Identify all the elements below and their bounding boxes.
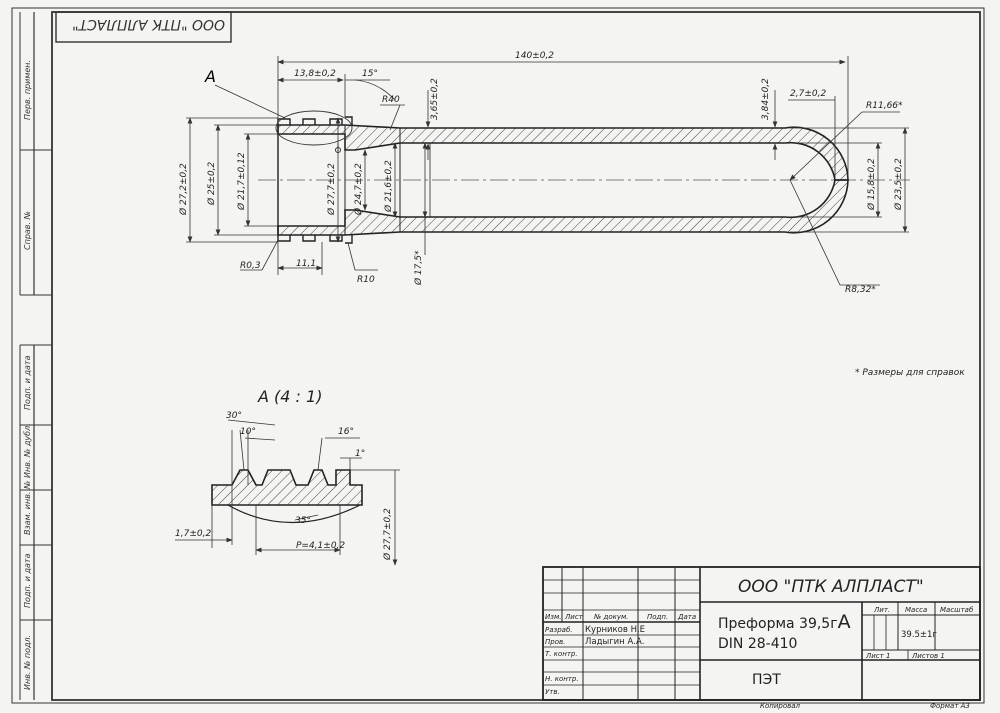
svg-text:Лит.: Лит. — [873, 606, 890, 614]
svg-text:Подп.: Подп. — [647, 613, 668, 621]
detail-angle-30: 30° — [226, 411, 242, 421]
dim-d27-2: Ø 27,2±0,2 — [178, 163, 189, 216]
drawing-frame — [11, 7, 985, 704]
svg-text:Масштаб: Масштаб — [940, 606, 974, 614]
svg-text:Пров.: Пров. — [545, 638, 565, 646]
dim-d21-7: Ø 21,7±0,12 — [236, 152, 247, 211]
dim-d23-5: Ø 23,5±0,2 — [893, 158, 904, 211]
detail-angle-16: 16° — [338, 427, 354, 437]
dim-bottom-thickness: 2,7±0,2 — [790, 89, 826, 99]
side-label: Инв. № дубл. — [23, 423, 32, 478]
company-name: ООО "ПТК АЛПЛАСТ" — [738, 577, 924, 597]
svg-text:Изм.: Изм. — [545, 613, 561, 621]
svg-text:Т. контр.: Т. контр. — [545, 650, 578, 658]
material: ПЭТ — [752, 672, 781, 688]
detail-dim-d27-7: Ø 27,7±0,2 — [382, 508, 393, 561]
side-label: Инв. № подл. — [23, 635, 32, 690]
svg-text:Листов 1: Листов 1 — [911, 652, 945, 660]
dim-d27-7: Ø 27,7±0,2 — [326, 163, 337, 216]
detail-angle-10: 10° — [240, 427, 256, 437]
detail-view: А (4 : 1) 30° 10° 16° 1° 3 — [175, 387, 400, 566]
dim-d25: Ø 25±0,2 — [206, 161, 217, 206]
footnote: * Размеры для справок — [855, 368, 965, 378]
title-block-headers: Изм. Лист № докум. Подп. Дата Разраб. Пр… — [545, 606, 974, 696]
dim-total-length: 140±0,2 — [515, 51, 554, 61]
dim-d17-5: Ø 17,5* — [413, 250, 424, 286]
detail-angle-1: 1° — [355, 449, 365, 459]
side-label: Справ. № — [23, 211, 32, 250]
dim-d24-7: Ø 24,7±0,2 — [353, 163, 364, 216]
detail-dim-1-7: 1,7±0,2 — [175, 529, 211, 539]
side-label: Перв. примен. — [23, 60, 32, 120]
side-label: Подп. и дата — [23, 355, 32, 410]
detail-angle-35: 35° — [295, 516, 311, 526]
dim-neck-angle: 15° — [362, 69, 378, 79]
mass-value: 39.5±1г — [901, 630, 937, 640]
side-labels: Перв. примен. Справ. № Подп. и дата Инв.… — [23, 60, 32, 690]
svg-text:Н. контр.: Н. контр. — [545, 675, 579, 683]
detail-callout-label: А — [204, 67, 216, 86]
svg-text:Лист: Лист — [564, 613, 584, 621]
designer-name: Курников Н.Е — [585, 625, 645, 635]
part-name: Преформа 39,5гА — [718, 611, 851, 633]
title-block — [542, 566, 981, 701]
company-stamp-upside-down: ООО "ПТК АЛПЛАСТ" — [72, 16, 225, 32]
part-standard: DIN 28-410 — [718, 636, 797, 652]
dim-11-1: 11,1 — [296, 259, 316, 269]
main-dimensions — [186, 56, 909, 286]
svg-text:№ докум.: № докум. — [593, 613, 629, 621]
checker-name: Ладыгин А.А. — [585, 637, 644, 647]
dim-r-inner: R8,32* — [845, 285, 876, 295]
dim-r40: R40 — [382, 95, 400, 105]
part-letter: А — [838, 611, 851, 633]
side-label: Взам. инв. № — [23, 481, 32, 535]
dim-wall-bottom: 3,84±0,2 — [761, 78, 771, 120]
side-label: Подп. и дата — [23, 553, 32, 608]
detail-title: А (4 : 1) — [257, 387, 322, 406]
dim-wall-top: 3,65±0,2 — [430, 78, 440, 120]
dim-r-outer: R11,66* — [866, 101, 903, 111]
svg-text:Масса: Масса — [905, 606, 927, 614]
svg-text:Дата: Дата — [677, 613, 696, 621]
svg-text:Утв.: Утв. — [545, 688, 560, 696]
dim-r10: R10 — [357, 275, 375, 285]
format-label: Формат А3 — [930, 702, 970, 710]
dim-r0-3: R0,3 — [240, 261, 261, 271]
preform-section-view: А — [204, 67, 910, 244]
title-block-values: Курников Н.Е Ладыгин А.А. ООО "ПТК АЛПЛА… — [585, 577, 970, 710]
svg-text:Лист 1: Лист 1 — [865, 652, 890, 660]
main-dimension-texts: 140±0,2 13,8±0,2 15° R40 3,65±0,2 3,84±0… — [178, 51, 904, 295]
svg-text:Разраб.: Разраб. — [545, 626, 573, 634]
dim-d15-8: Ø 15,8±0,2 — [866, 158, 877, 211]
copied-label: Копировал — [760, 702, 801, 710]
dim-neck-length: 13,8±0,2 — [294, 69, 336, 79]
detail-dim-pitch: P=4,1±0,2 — [296, 541, 345, 551]
dim-d21-6: Ø 21,6±0,2 — [383, 160, 394, 213]
